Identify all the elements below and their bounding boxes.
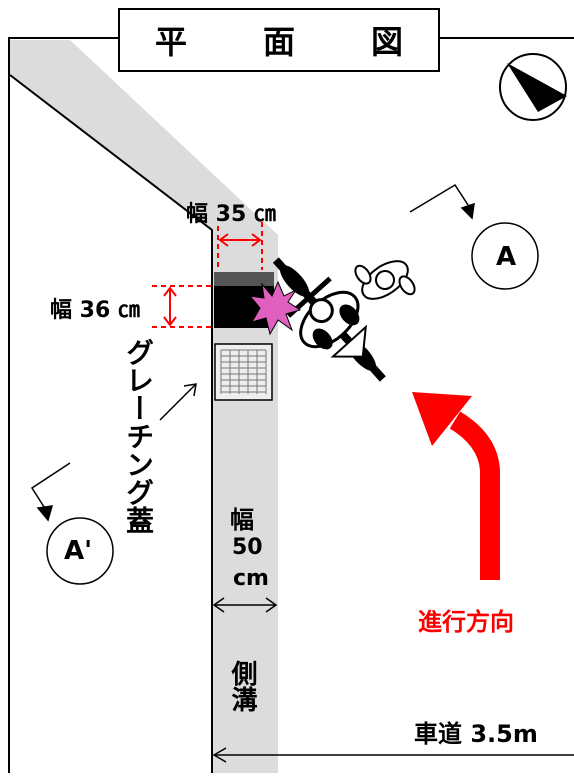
direction-label: 進行方向 (418, 608, 514, 636)
width-50-label-line2: 50 (232, 535, 263, 560)
gutter-label: 側溝 (227, 660, 257, 712)
section-a-circle (471, 222, 539, 290)
dimension-35cm (217, 222, 263, 270)
grating-lid (214, 343, 273, 401)
width-36-label: 幅 36 ㎝ (50, 298, 140, 323)
gutter-band (10, 40, 278, 773)
section-a-prime-label: A' (64, 536, 93, 566)
frame-border (8, 37, 574, 777)
pedestrian-icon (354, 260, 416, 300)
gutter-edge-line (9, 74, 213, 773)
section-a-prime-cutline (30, 462, 71, 522)
road-width-label: 車道 3.5m (414, 720, 538, 748)
grating-lid-label: グレーチング蓋 (122, 338, 155, 534)
dimension-50cm (212, 597, 278, 613)
collision-burst-icon (248, 280, 302, 336)
dimension-36cm (152, 285, 214, 328)
road-width-arrow (212, 747, 574, 763)
width-50-label-line3: cm (233, 566, 269, 591)
width-35-label: 幅 35 ㎝ (186, 202, 276, 227)
pit-shadow (214, 272, 274, 288)
section-a-label: A (496, 242, 517, 272)
section-a-cutline (409, 183, 475, 220)
grating-pointer-arrow (159, 383, 197, 421)
direction-arrow (412, 392, 500, 580)
compass-north-icon (499, 53, 567, 121)
width-50-label-line1: 幅 (230, 506, 254, 534)
section-a-prime-circle (46, 517, 114, 585)
page-title: 平 面 図 (118, 8, 440, 72)
